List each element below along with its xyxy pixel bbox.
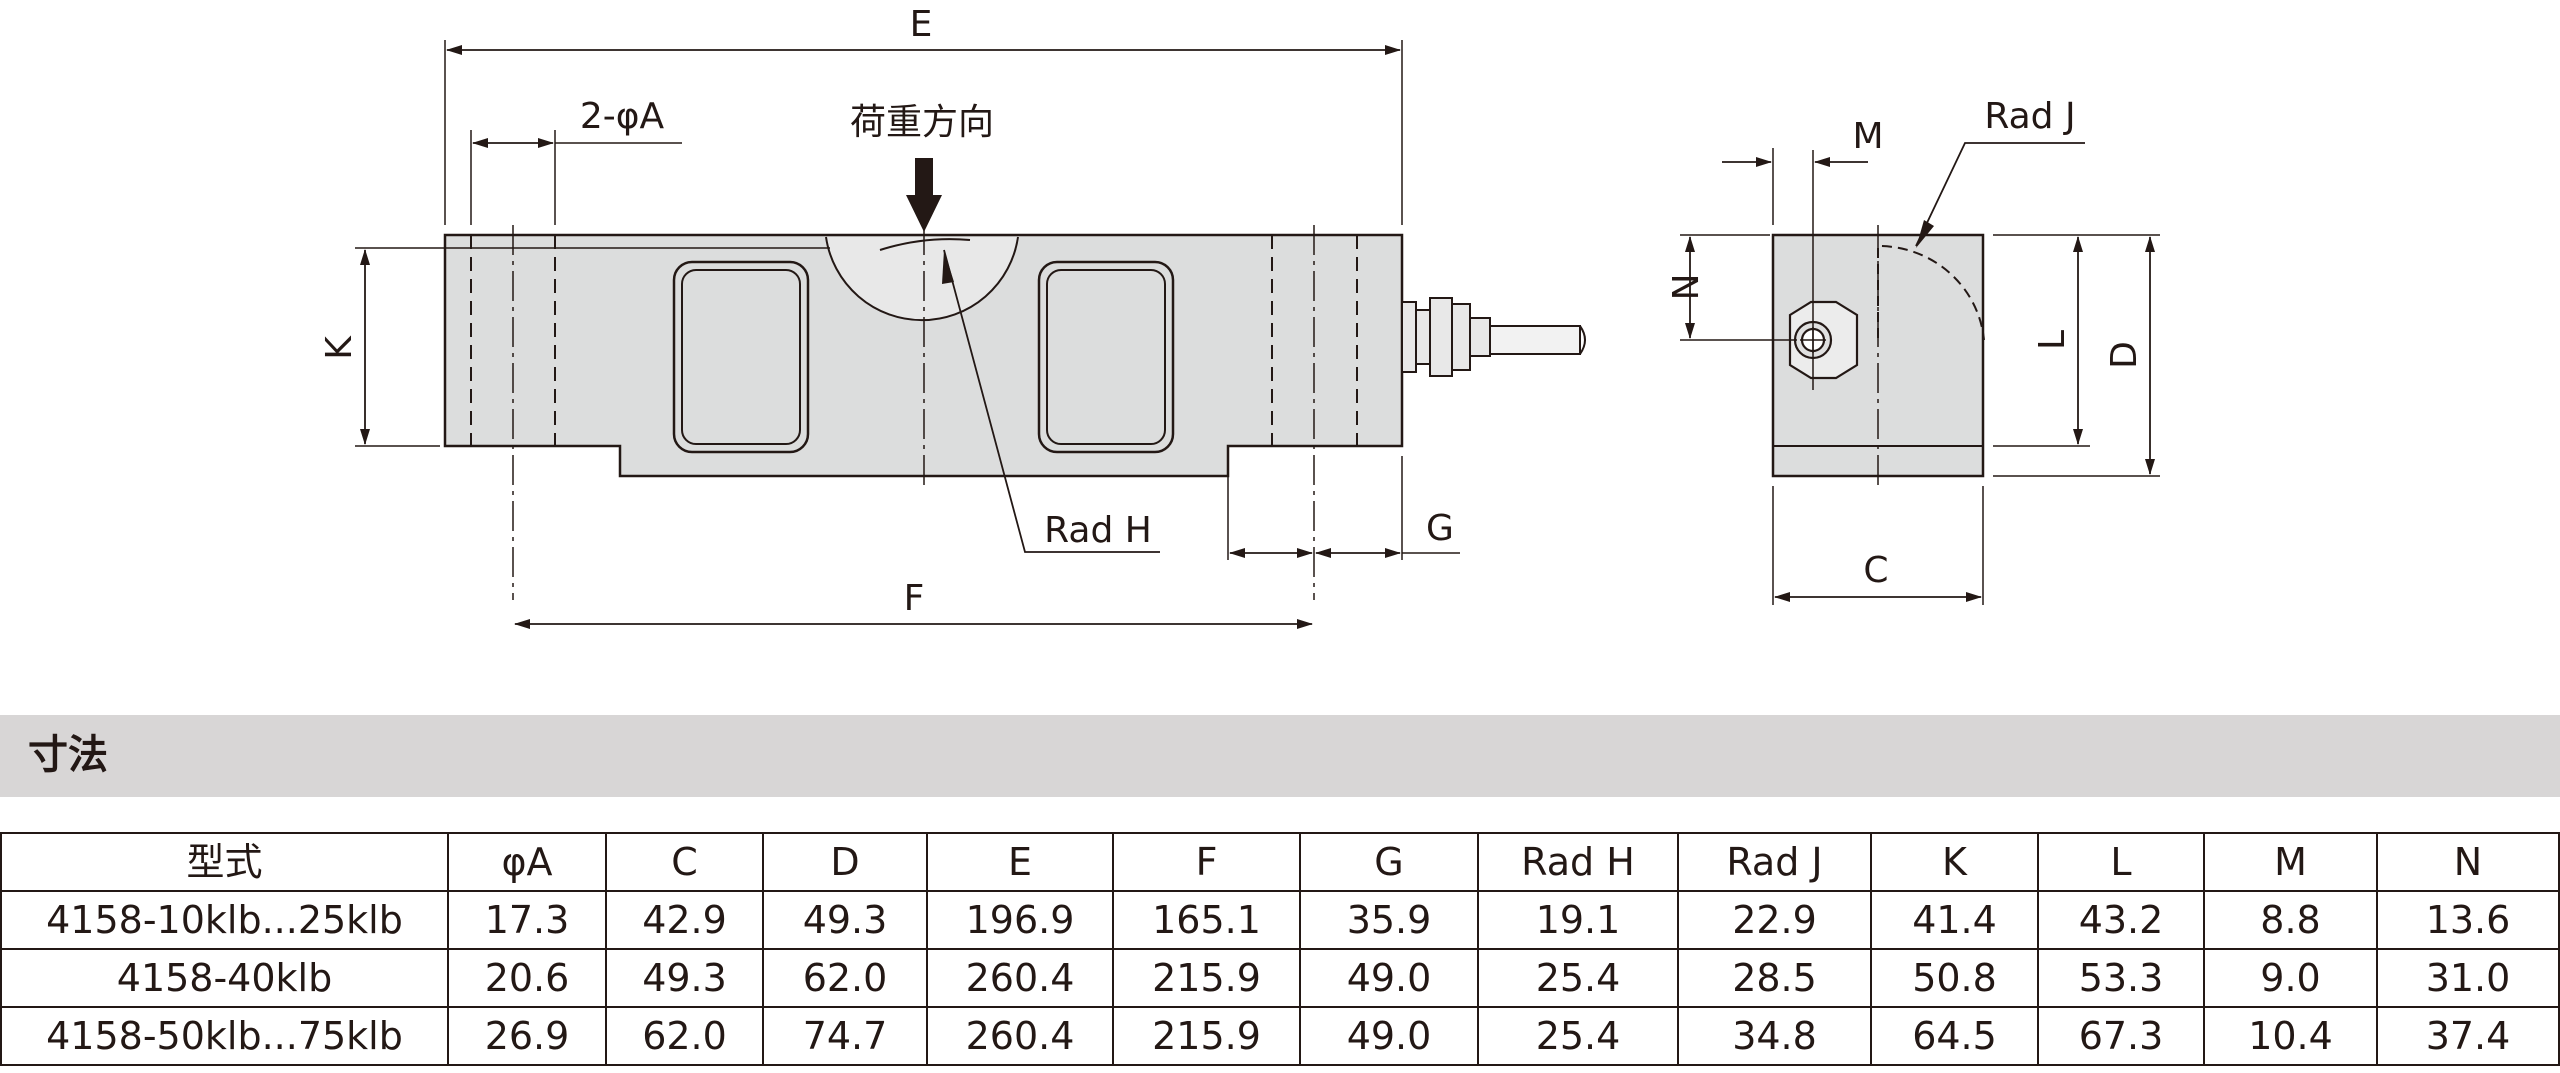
table-cell: 165.1 [1112,890,1301,950]
header-cell: F [1112,832,1301,892]
table-row: 4158-40klb 20.6 49.3 62.0 260.4 215.9 49… [0,948,2560,1008]
load-direction-label: 荷重方向 [850,102,994,143]
dim-f-label: F [904,578,925,619]
section-title: 寸法 [28,732,108,778]
model-cell: 4158-40klb [0,948,449,1008]
table-cell: 53.3 [2037,948,2205,1008]
dim-n-label: N [1663,274,1704,301]
load-arc [825,236,1019,322]
table-cell: 49.3 [762,890,928,950]
dim-d-label: D [2104,341,2145,369]
dim-e-label: E [910,4,933,45]
table-cell: 67.3 [2037,1006,2205,1066]
model-cell: 4158-50klb...75klb [0,1006,449,1066]
header-cell: Rad J [1677,832,1872,892]
header-cell: G [1299,832,1479,892]
table-cell: 8.8 [2203,890,2378,950]
table-cell: 19.1 [1477,890,1679,950]
dimensions-table: 型式 φA C D E F G Rad H Rad J K L M N 4158… [0,832,2560,1066]
table-cell: 26.9 [447,1006,607,1066]
table-cell: 25.4 [1477,1006,1679,1066]
table-row: 4158-10klb...25klb 17.3 42.9 49.3 196.9 … [0,890,2560,950]
dim-m-label: M [1852,116,1883,157]
table-row: 4158-50klb...75klb 26.9 62.0 74.7 260.4 … [0,1006,2560,1066]
header-cell: φA [447,832,607,892]
strain-window-left [672,260,810,454]
table-cell: 42.9 [605,890,764,950]
rad-j-label: Rad J [1984,96,2075,137]
end-view: M Rad J N L D C [1663,96,2160,605]
header-cell: Rad H [1477,832,1679,892]
table-cell: 215.9 [1112,948,1301,1008]
load-arrow [906,158,942,232]
model-cell: 4158-10klb...25klb [0,890,449,950]
header-cell: D [762,832,928,892]
table-cell: 49.0 [1299,948,1479,1008]
table-cell: 34.8 [1677,1006,1872,1066]
load-cell-dimension-drawing: K E 2-φA 荷重方向 Rad H G F [319,4,2160,629]
dim-k-label: K [319,335,360,360]
rad-h-label: Rad H [1044,510,1152,551]
table-cell: 215.9 [1112,1006,1301,1066]
table-cell: 50.8 [1870,948,2039,1008]
header-cell: 型式 [0,832,449,892]
header-cell: C [605,832,764,892]
table-cell: 35.9 [1299,890,1479,950]
table-cell: 74.7 [762,1006,928,1066]
table-cell: 25.4 [1477,948,1679,1008]
cable-gland [1401,297,1586,377]
table-cell: 196.9 [926,890,1114,950]
table-cell: 17.3 [447,890,607,950]
table-cell: 9.0 [2203,948,2378,1008]
hex-nut [1788,300,1859,380]
dim-holes-label: 2-φA [580,96,665,137]
table-cell: 62.0 [762,948,928,1008]
table-cell: 62.0 [605,1006,764,1066]
header-cell: M [2203,832,2378,892]
header-cell: N [2376,832,2560,892]
table-cell: 28.5 [1677,948,1872,1008]
table-cell: 31.0 [2376,948,2560,1008]
dimensions-section-header: 寸法 [0,715,2560,797]
table-cell: 49.0 [1299,1006,1479,1066]
table-cell: 64.5 [1870,1006,2039,1066]
table-cell: 13.6 [2376,890,2560,950]
table-cell: 22.9 [1677,890,1872,950]
table-header-row: 型式 φA C D E F G Rad H Rad J K L M N [0,832,2560,892]
table-cell: 260.4 [926,1006,1114,1066]
dim-g-label: G [1426,508,1454,549]
dim-l-label: L [2032,330,2073,350]
header-cell: K [1870,832,2039,892]
table-cell: 37.4 [2376,1006,2560,1066]
table-cell: 260.4 [926,948,1114,1008]
table-cell: 10.4 [2203,1006,2378,1066]
header-cell: E [926,832,1114,892]
table-cell: 43.2 [2037,890,2205,950]
table-cell: 41.4 [1870,890,2039,950]
side-view: K E 2-φA 荷重方向 Rad H G F [319,4,1586,629]
table-cell: 49.3 [605,948,764,1008]
dim-c-label: C [1863,550,1888,591]
table-cell: 20.6 [447,948,607,1008]
strain-window-right [1037,260,1175,454]
header-cell: L [2037,832,2205,892]
